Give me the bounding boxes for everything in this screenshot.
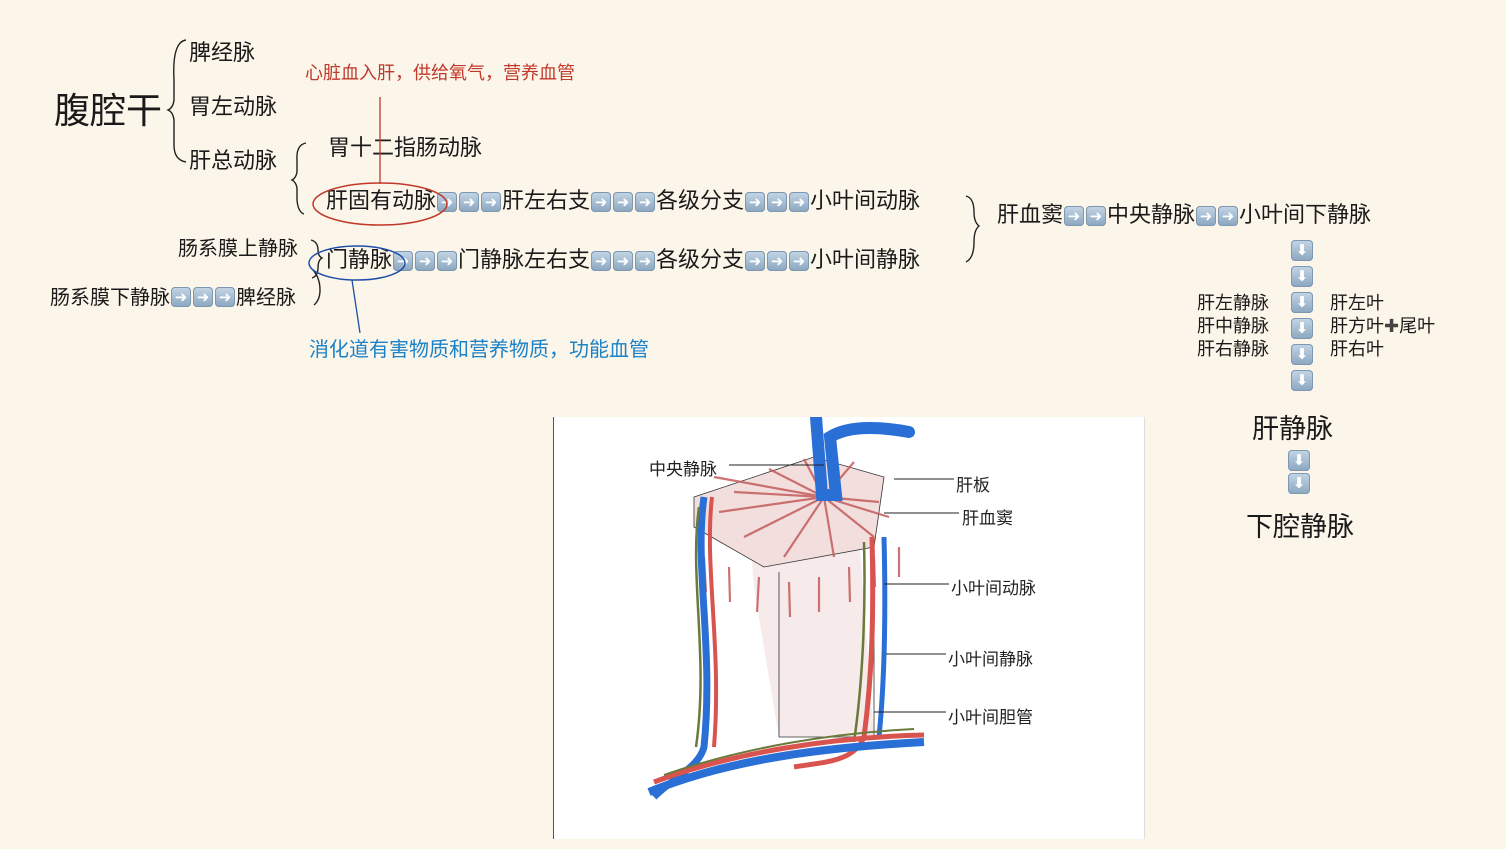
figure-label-interlobular-artery: 小叶间动脉 xyxy=(951,579,1036,599)
left-lobe-label: 肝左叶 xyxy=(1330,293,1384,314)
portal-annotation-line xyxy=(351,279,361,334)
down-arrow-icon: ⬇ xyxy=(1291,318,1313,339)
right-arrow-icon: ➜ xyxy=(1064,206,1085,226)
right-arrow-icon: ➜ xyxy=(393,251,414,271)
celiac-bracket xyxy=(166,39,187,163)
quadrate-lobe-label: 肝方叶 xyxy=(1330,316,1384,337)
hepatic-vein-label: 肝静脉 xyxy=(1252,414,1333,445)
down-arrow-icon: ⬇ xyxy=(1291,240,1313,261)
right-arrow-icon: ➜ xyxy=(635,192,656,212)
portal-origin-bracket-bottom xyxy=(312,269,321,306)
interlobular-vein-label: 小叶间静脉 xyxy=(810,248,921,273)
vein-sub-branches-label: 各级分支 xyxy=(656,248,745,273)
splenic-vein-label: 脾经脉 xyxy=(236,285,296,309)
right-hepatic-vein-label: 肝右静脉 xyxy=(1197,339,1269,360)
hepatic-sinusoid-label: 肝血窦 xyxy=(997,203,1064,228)
right-arrow-icon: ➜ xyxy=(767,192,788,212)
left-gastric-artery-label: 胃左动脉 xyxy=(189,95,278,120)
sublobular-vein-label: 小叶间下静脉 xyxy=(1239,203,1372,228)
common-hepatic-artery-label: 肝总动脉 xyxy=(189,149,278,174)
artery-flow-row: 肝固有动脉 ➜➜➜ 肝左右支 ➜➜➜ 各级分支 ➜➜➜ 小叶间动脉 xyxy=(326,191,920,213)
figure-label-interlobular-bile-duct: 小叶间胆管 xyxy=(948,708,1033,728)
lobule-illustration xyxy=(647,411,959,800)
down-arrow-icon: ⬇ xyxy=(1291,344,1313,365)
portal-vein-label: 门静脉 xyxy=(326,248,393,273)
liver-lobule-figure: 中央静脉 肝板 肝血窦 小叶间动脉 小叶间静脉 小叶间胆管 xyxy=(553,411,1145,839)
superior-mesenteric-vein-label: 肠系膜上静脉 xyxy=(178,236,298,260)
down-arrow-icon: ⬇ xyxy=(1291,292,1313,313)
splenic-artery-label: 脾经脉 xyxy=(189,41,256,66)
down-arrow-icon: ⬇ xyxy=(1288,473,1310,494)
right-arrow-icon: ➜ xyxy=(1086,206,1107,226)
right-arrow-icon: ➜ xyxy=(215,287,235,307)
caudate-lobe-label: 尾叶 xyxy=(1399,316,1436,337)
right-arrow-icon: ➜ xyxy=(171,287,191,307)
right-arrow-icon: ➜ xyxy=(789,192,810,212)
portal-vein-branches-label: 门静脉左右支 xyxy=(458,248,591,273)
figure-label-sinusoid: 肝血窦 xyxy=(962,509,1013,529)
artery-sub-branches-label: 各级分支 xyxy=(656,189,745,214)
right-arrow-icon: ➜ xyxy=(591,251,612,271)
right-arrow-icon: ➜ xyxy=(1218,206,1239,226)
right-arrow-icon: ➜ xyxy=(745,192,766,212)
plus-icon: ✚ xyxy=(1384,316,1400,337)
figure-label-interlobular-vein: 小叶间静脉 xyxy=(948,650,1033,670)
quadrate-caudate-label: 肝方叶✚尾叶 xyxy=(1330,318,1435,336)
right-arrow-icon: ➜ xyxy=(591,192,612,212)
right-arrow-icon: ➜ xyxy=(193,287,213,307)
vein-flow-row: 门静脉 ➜➜➜ 门静脉左右支 ➜➜➜ 各级分支 ➜➜➜ 小叶间静脉 xyxy=(326,250,920,272)
right-arrow-icon: ➜ xyxy=(613,251,634,271)
right-arrow-icon: ➜ xyxy=(613,192,634,212)
right-arrow-icon: ➜ xyxy=(745,251,766,271)
right-arrow-icon: ➜ xyxy=(767,251,788,271)
proper-hepatic-artery-label: 肝固有动脉 xyxy=(326,189,437,214)
right-arrow-icon: ➜ xyxy=(481,192,502,212)
portal-annotation: 消化道有害物质和营养物质，功能血管 xyxy=(309,337,649,361)
celiac-trunk-label: 腹腔干 xyxy=(54,91,163,132)
right-arrow-icon: ➜ xyxy=(1196,206,1217,226)
right-arrow-icon: ➜ xyxy=(635,251,656,271)
hepatic-artery-bracket xyxy=(290,142,307,215)
sinusoid-flow-row: 肝血窦 ➜➜ 中央静脉 ➜➜ 小叶间下静脉 xyxy=(997,205,1371,227)
gastroduodenal-artery-label: 胃十二指肠动脉 xyxy=(328,136,483,161)
convergence-bracket xyxy=(965,195,981,263)
artery-annotation: 心脏血入肝，供给氧气，营养血管 xyxy=(305,63,575,84)
proper-hepatic-artery-circle xyxy=(312,182,448,226)
down-arrow-icon: ⬇ xyxy=(1288,450,1310,471)
portal-vein-circle xyxy=(308,245,406,281)
inferior-vena-cava-label: 下腔静脉 xyxy=(1246,512,1354,543)
left-hepatic-vein-label: 肝左静脉 xyxy=(1197,293,1269,314)
right-arrow-icon: ➜ xyxy=(437,251,458,271)
figure-label-central-vein: 中央静脉 xyxy=(649,460,717,480)
figure-label-hepatic-plate: 肝板 xyxy=(956,476,990,496)
interlobular-artery-label: 小叶间动脉 xyxy=(810,189,921,214)
right-arrow-icon: ➜ xyxy=(459,192,480,212)
down-arrow-icon: ⬇ xyxy=(1291,370,1313,391)
hepatic-artery-branches-label: 肝左右支 xyxy=(502,189,591,214)
central-vein-label: 中央静脉 xyxy=(1107,203,1196,228)
inferior-mesenteric-flow: 肠系膜下静脉 ➜ ➜ ➜ 脾经脉 xyxy=(50,287,296,307)
right-lobe-label: 肝右叶 xyxy=(1330,339,1384,360)
right-arrow-icon: ➜ xyxy=(415,251,436,271)
down-arrow-icon: ⬇ xyxy=(1291,266,1313,287)
right-arrow-icon: ➜ xyxy=(789,251,810,271)
middle-hepatic-vein-label: 肝中静脉 xyxy=(1197,316,1269,337)
inferior-mesenteric-vein-label: 肠系膜下静脉 xyxy=(50,285,170,309)
